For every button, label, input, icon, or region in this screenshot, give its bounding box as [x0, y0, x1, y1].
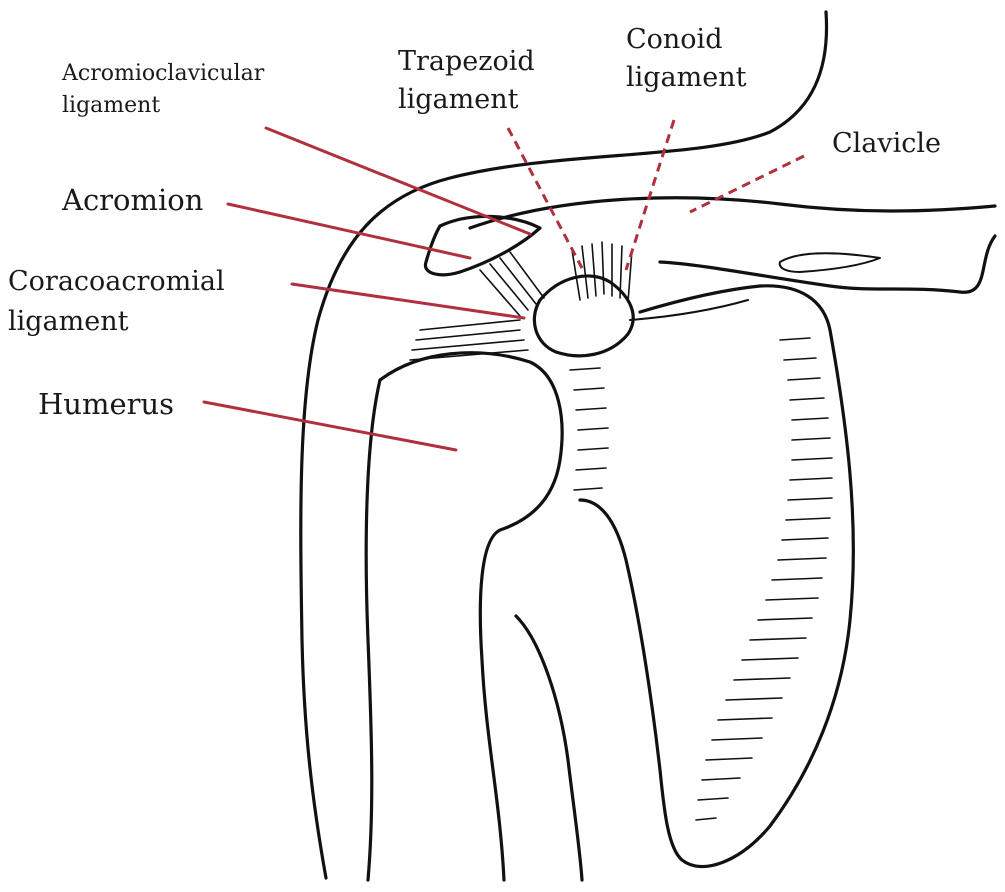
- label-trapezoid-line2: ligament: [398, 84, 519, 115]
- leader-humerus: [204, 402, 456, 450]
- glenoid-hatching: [570, 368, 608, 490]
- clavicle-inner-contour: [780, 253, 880, 272]
- leader-coracoacromial: [292, 284, 524, 318]
- humerus-medial-inner: [516, 616, 582, 880]
- humerus-lateral-shaft: [366, 380, 380, 880]
- label-acromion: Acromion: [61, 183, 203, 217]
- shoulder-skin-outline: [301, 12, 827, 878]
- leader-conoid: [626, 120, 674, 270]
- label-trapezoid-line1: Trapezoid: [398, 46, 535, 77]
- humerus-bone: [380, 353, 562, 880]
- label-humerus: Humerus: [38, 387, 174, 421]
- leader-lines: [204, 120, 804, 450]
- clavicle-bone: [470, 198, 995, 293]
- label-acromioclavicular-line2: ligament: [62, 93, 160, 118]
- scapula-hatching: [696, 338, 832, 820]
- leader-trapezoid: [508, 128, 582, 268]
- label-coracoacromial-line1: Coracoacromial: [8, 266, 225, 297]
- label-acromioclavicular-line1: Acromioclavicular: [61, 61, 265, 86]
- coracoid-process: [534, 276, 633, 356]
- label-clavicle: Clavicle: [832, 128, 941, 159]
- label-conoid-line2: ligament: [626, 62, 747, 93]
- label-coracoacromial-line2: ligament: [8, 306, 129, 337]
- label-conoid-line1: Conoid: [626, 24, 722, 55]
- leader-acromioclavicular: [266, 128, 530, 234]
